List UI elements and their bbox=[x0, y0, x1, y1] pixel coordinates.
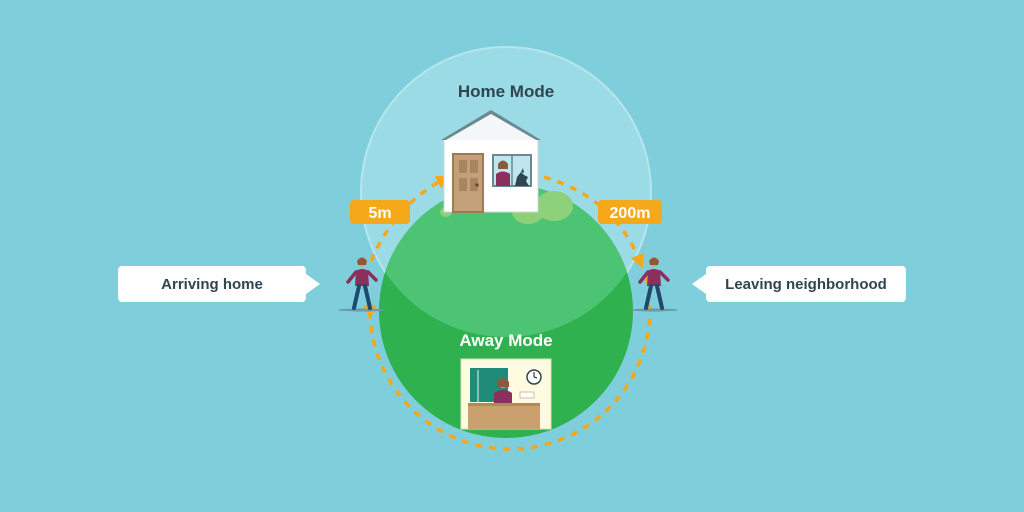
leaving-neighborhood-label: Leaving neighborhood bbox=[725, 275, 887, 293]
office-worker bbox=[494, 378, 512, 405]
distance-leave-label: 200m bbox=[610, 205, 651, 222]
arriving-home-label: Arriving home bbox=[161, 275, 263, 293]
house-icon bbox=[441, 110, 541, 213]
office-desk-icon bbox=[460, 358, 552, 430]
person-in-window bbox=[496, 160, 510, 186]
person-walking-icon bbox=[630, 257, 678, 312]
distance-badge-arrive: 5m bbox=[350, 200, 410, 224]
dog-icon bbox=[515, 168, 529, 186]
away-mode-title: Away Mode bbox=[459, 331, 552, 350]
person-walking-icon bbox=[338, 257, 386, 312]
path-arc-leave bbox=[543, 175, 644, 269]
distance-arrive-label: 5m bbox=[368, 205, 391, 222]
path-arc-bottom bbox=[362, 275, 652, 451]
bush bbox=[535, 191, 573, 221]
leaving-neighborhood-callout: Leaving neighborhood bbox=[692, 266, 906, 302]
clock-icon bbox=[526, 369, 542, 385]
arriving-home-callout: Arriving home bbox=[118, 266, 320, 302]
home-mode-title: Home Mode bbox=[458, 82, 554, 101]
distance-badge-leave: 200m bbox=[598, 200, 662, 224]
